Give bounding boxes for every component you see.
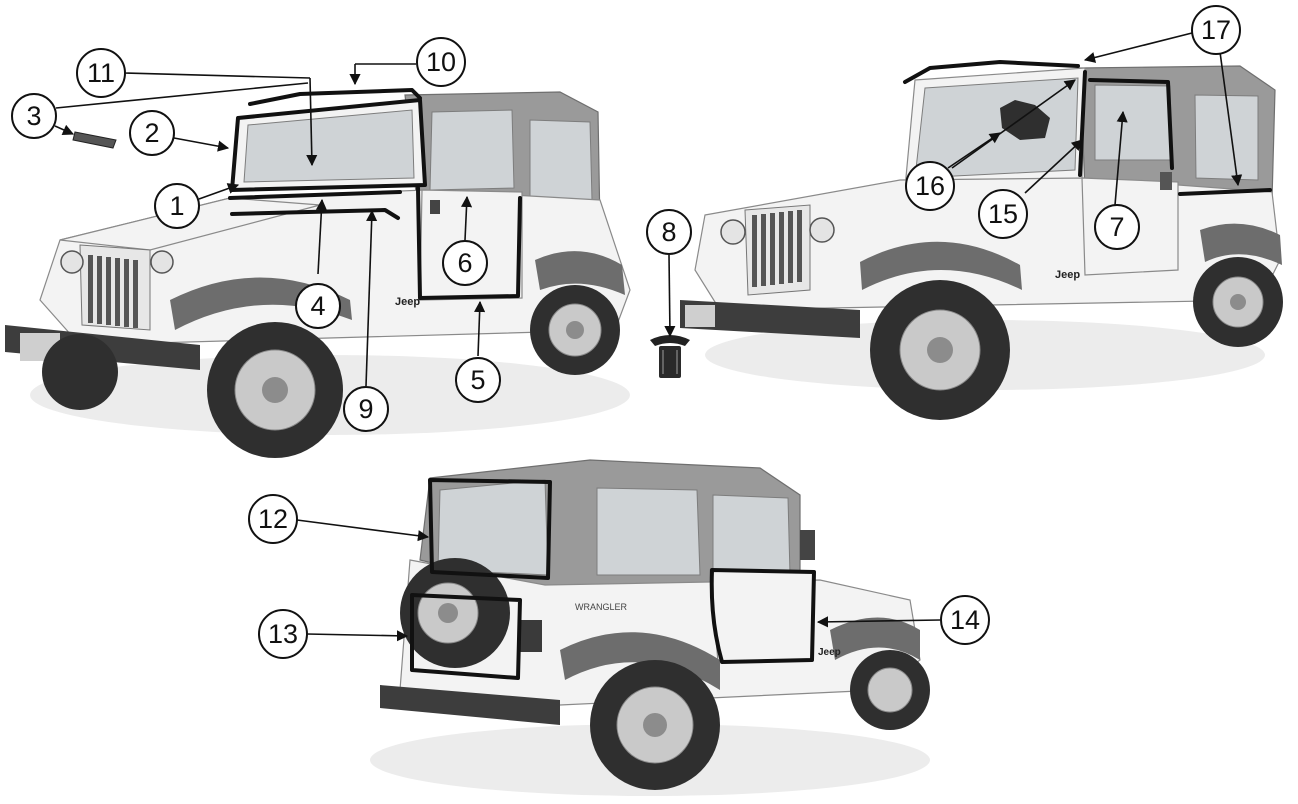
seal-cowl-left <box>228 190 402 200</box>
part-3-strip <box>72 131 117 149</box>
jeep-badge-front-right: Jeep <box>1055 269 1080 281</box>
seal-tailgate-opening <box>410 593 522 680</box>
callout-8-label: 8 <box>661 217 676 247</box>
jeep-badge-front-left: Jeep <box>395 296 420 308</box>
callout-8: 8 <box>646 209 692 255</box>
callout-13-label: 13 <box>268 619 298 649</box>
callout-1-label: 1 <box>169 191 184 221</box>
callout-2: 2 <box>129 110 175 156</box>
jeep-rear-view: WRANGLER Jeep <box>370 459 930 796</box>
callout-14: 14 <box>940 595 990 645</box>
seal-windshield-frame <box>230 98 427 192</box>
callout-11-label: 11 <box>87 58 115 88</box>
callout-17: 17 <box>1191 5 1241 55</box>
callout-7-label: 7 <box>1109 212 1124 242</box>
seal-door-opening <box>416 186 522 300</box>
callout-12-label: 12 <box>258 504 288 534</box>
callout-6: 6 <box>442 240 488 286</box>
part-8-fastener <box>650 335 690 378</box>
wrangler-badge-rear: WRANGLER <box>575 602 628 612</box>
callout-15: 15 <box>978 189 1028 239</box>
grille-slots-right <box>752 210 802 287</box>
seal-door-perimeter <box>709 568 816 664</box>
callout-4-label: 4 <box>310 291 325 321</box>
part-16-bracket <box>1000 100 1050 140</box>
jeep-front-left-view: Jeep <box>5 88 631 458</box>
callout-5-label: 5 <box>470 365 485 395</box>
callout-10: 10 <box>416 37 466 87</box>
jeep-badge-rear: Jeep <box>818 647 841 658</box>
callout-7: 7 <box>1094 204 1140 250</box>
callout-1: 1 <box>154 183 200 229</box>
callout-16-label: 16 <box>915 171 945 201</box>
grille-slots <box>88 255 138 328</box>
seal-top-header <box>903 60 1080 84</box>
callout-2-label: 2 <box>144 118 159 148</box>
callout-14-label: 14 <box>950 605 980 635</box>
jeep-front-right-view: Jeep <box>680 60 1283 420</box>
callout-13: 13 <box>258 609 308 659</box>
callout-15-label: 15 <box>988 199 1018 229</box>
callout-12: 12 <box>248 494 298 544</box>
seal-windshield-pillar <box>1078 70 1087 177</box>
callout-10-label: 10 <box>426 47 456 77</box>
seal-rear-side-bar <box>1178 188 1272 196</box>
seal-windshield-top-channel <box>248 88 422 106</box>
callout-9: 9 <box>343 386 389 432</box>
callout-17-label: 17 <box>1201 15 1231 45</box>
seal-cowl-lower <box>230 208 400 220</box>
callout-6-label: 6 <box>457 248 472 278</box>
leader-lines <box>54 32 1243 642</box>
seal-rear-window-frame <box>428 478 552 580</box>
callout-5: 5 <box>455 357 501 403</box>
callout-11: 11 <box>76 48 126 98</box>
callout-4: 4 <box>295 283 341 329</box>
callout-9-label: 9 <box>358 394 373 424</box>
callout-16: 16 <box>905 161 955 211</box>
callout-3: 3 <box>11 93 57 139</box>
seal-door-upper-frame <box>1088 78 1174 170</box>
callout-3-label: 3 <box>26 101 41 131</box>
